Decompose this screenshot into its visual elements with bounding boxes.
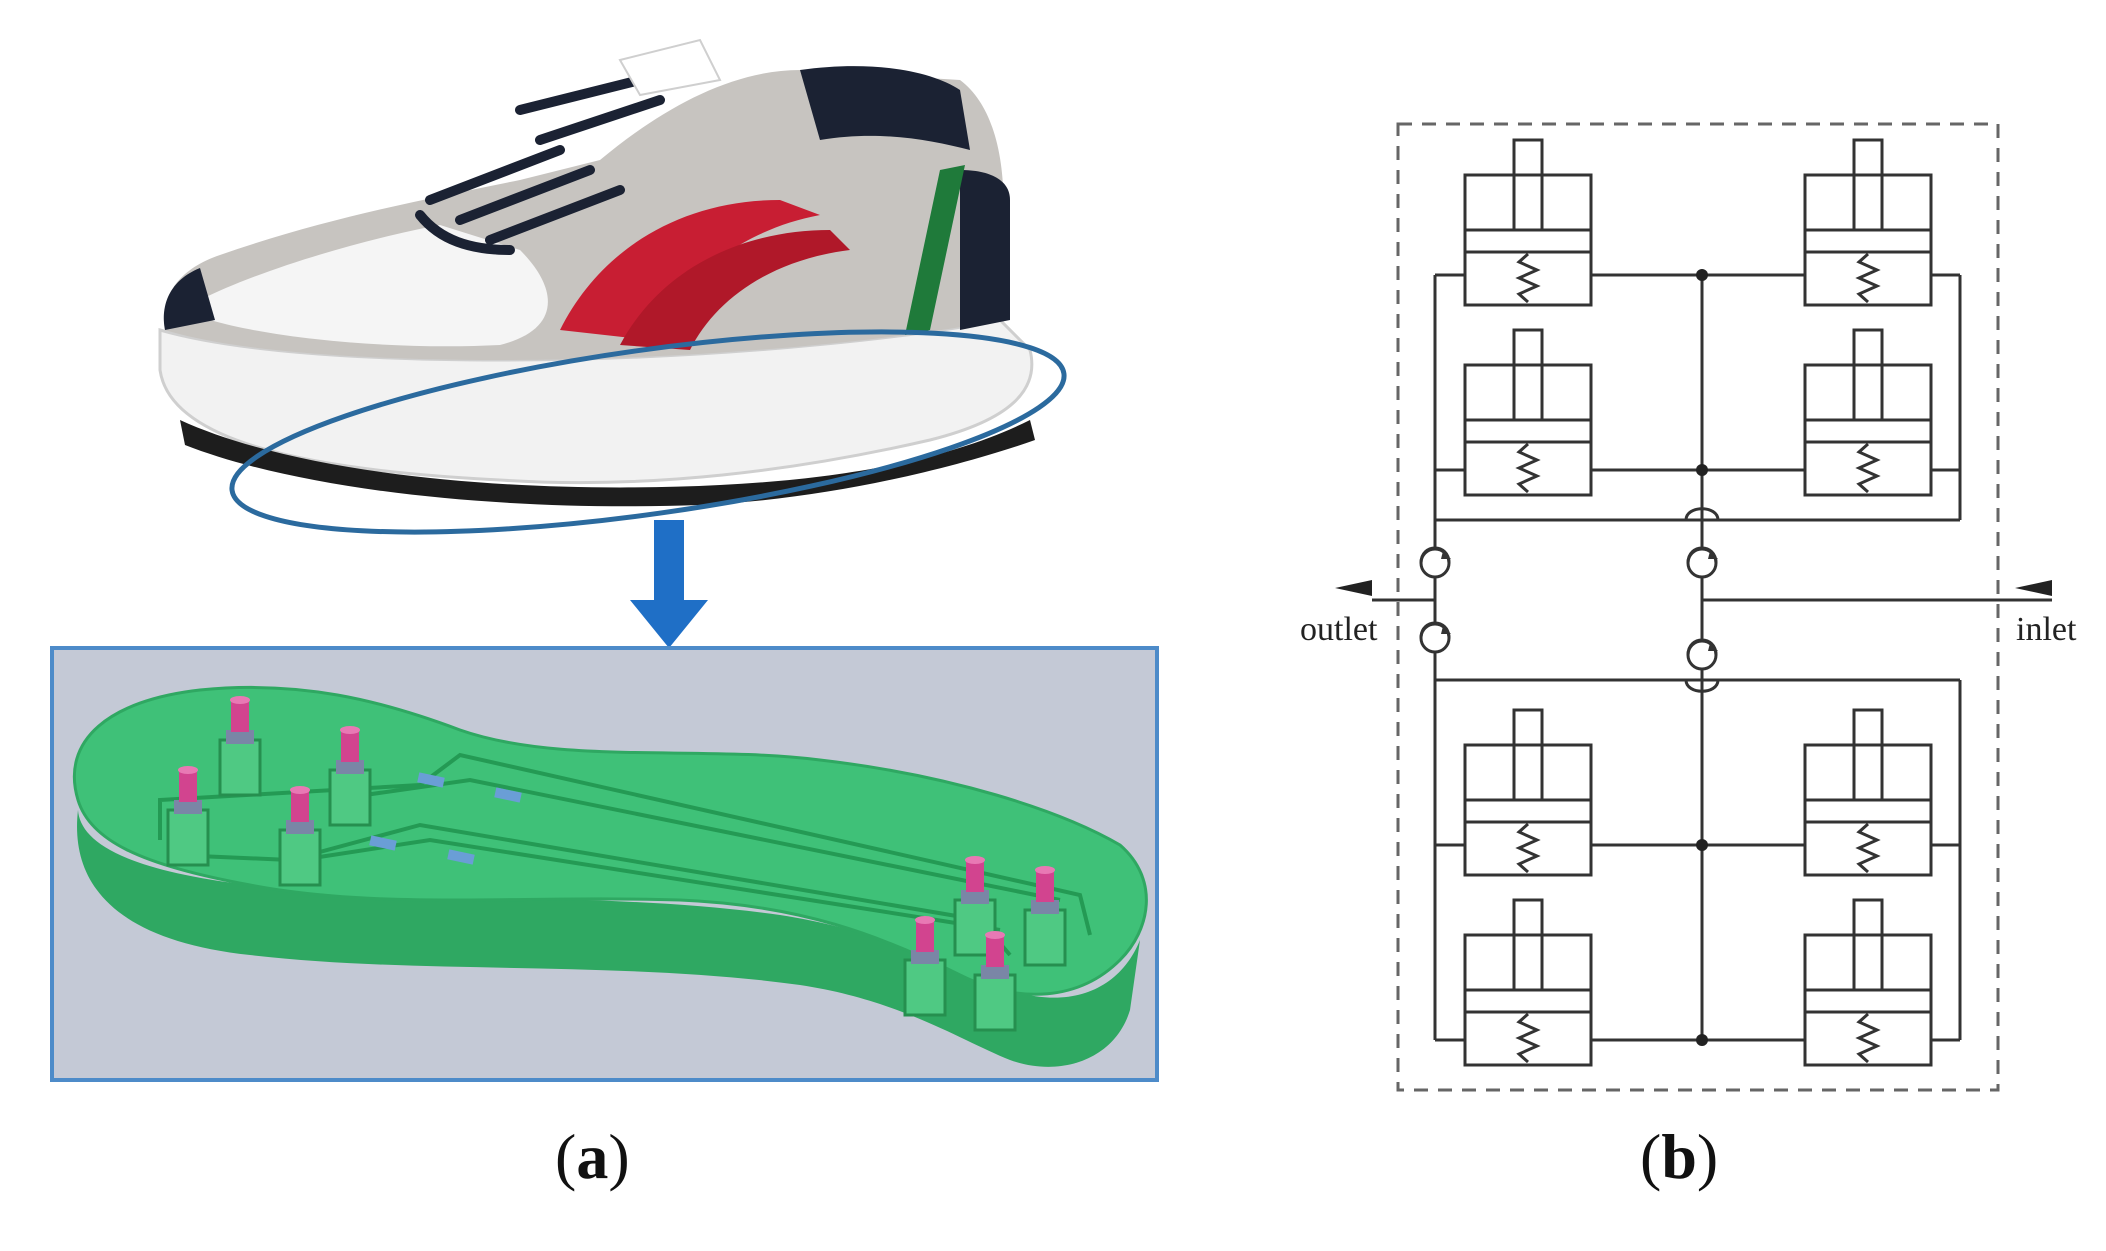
schematic-boundary [1396,122,2000,1092]
panel-b-label: (b) [1640,1120,1718,1194]
label-close-paren: ) [1696,1121,1719,1192]
spring-cylinder-icon [1803,898,1933,1067]
pin-group-forefoot [903,856,1067,1032]
down-arrow-icon [630,520,708,648]
shoe-illustration [158,38,1035,507]
spring-cylinder-icon [1463,708,1593,877]
spring-cylinder-icon [1463,138,1593,307]
pin-group-heel [166,696,372,887]
spring-cylinder-icon [1803,328,1933,497]
label-open-paren: ( [555,1121,577,1192]
label-letter: b [1661,1121,1697,1192]
sole-highlight-ellipse [229,329,1067,535]
hydraulic-schematic [1335,122,2052,1092]
inlet-label: inlet [2016,611,2077,648]
outlet-arrow-icon [1335,580,1372,596]
spring-cylinder-icon [278,786,322,887]
inlet-arrow-icon [2015,580,2052,596]
check-valve-icon [1419,621,1453,654]
spring-cylinder-icon [218,696,262,797]
panel-a-label: (a) [555,1120,630,1194]
spring-cylinder-icon [1463,898,1593,1067]
label-close-paren: ) [608,1121,630,1192]
spring-cylinder-icon [1023,866,1067,967]
spring-cylinder-icon [1803,708,1933,877]
label-open-paren: ( [1640,1121,1662,1192]
panel-b: outlet inlet [1300,122,2077,1092]
outlet-label: outlet [1300,611,1378,648]
check-valve-icon [1686,638,1720,671]
spring-cylinder-icon [166,766,210,867]
spring-cylinder-icon [328,726,372,827]
panel-a [50,38,1159,1082]
label-letter: a [576,1121,609,1192]
spring-cylinder-icon [903,916,947,1017]
check-valve-icon [1686,546,1720,579]
spring-cylinder-icon [1803,138,1933,307]
spring-cylinder-icon [973,931,1017,1032]
check-valve-icon [1419,546,1453,579]
spring-cylinder-icon [1463,328,1593,497]
